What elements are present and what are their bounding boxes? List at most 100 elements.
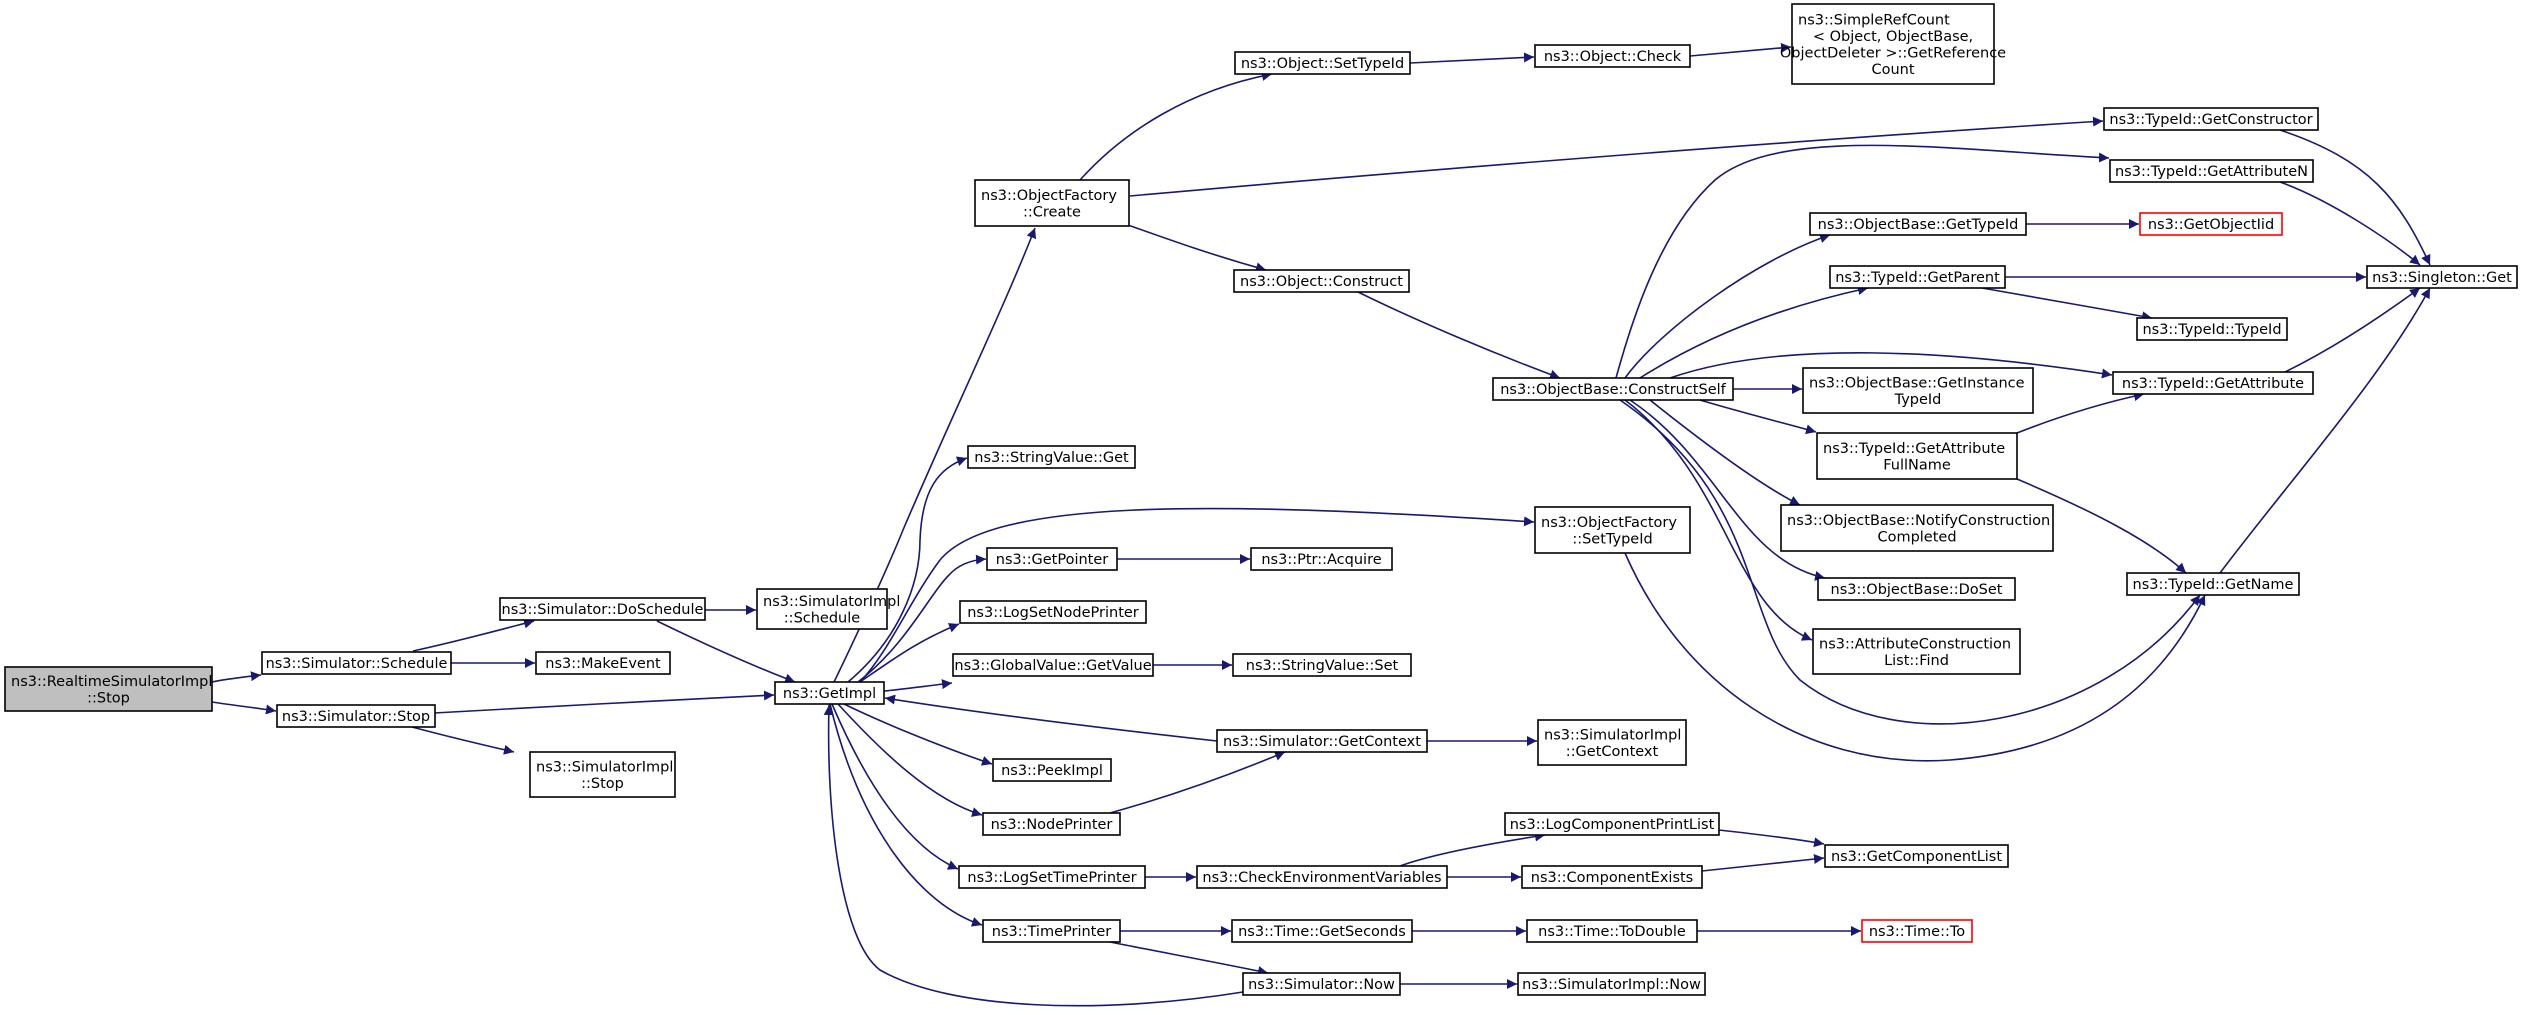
node-simimpl_now[interactable]: ns3::SimulatorImpl::Now — [1517, 972, 1706, 996]
node-object_construct[interactable]: ns3::Object::Construct — [1233, 269, 1410, 293]
node-of_settypeid[interactable]: ns3::ObjectFactory::SetTypeId — [1534, 506, 1691, 554]
node-box[interactable] — [952, 653, 1154, 677]
node-box[interactable] — [2103, 107, 2319, 131]
node-box[interactable] — [1534, 506, 1691, 554]
node-stringvalue_get[interactable]: ns3::StringValue::Get — [967, 445, 1136, 469]
node-box[interactable] — [1861, 919, 1973, 943]
node-box[interactable] — [982, 812, 1121, 836]
node-typeid_typeid[interactable]: ns3::TypeId::TypeId — [2136, 317, 2288, 341]
node-objbase_gettypeid[interactable]: ns3::ObjectBase::GetTypeId — [1809, 212, 2027, 236]
node-time_getseconds[interactable]: ns3::Time::GetSeconds — [1231, 919, 1413, 943]
node-typeid_getname[interactable]: ns3::TypeId::GetName — [2126, 572, 2300, 596]
node-box[interactable] — [1526, 919, 1698, 943]
node-box[interactable] — [1234, 51, 1411, 75]
node-box[interactable] — [967, 445, 1136, 469]
node-box[interactable] — [2126, 572, 2300, 596]
node-makeevent[interactable]: ns3::MakeEvent — [535, 651, 671, 675]
node-simimpl_schedule[interactable]: ns3::SimulatorImpl::Schedule — [756, 588, 900, 630]
node-box[interactable] — [499, 597, 706, 621]
node-timeprinter[interactable]: ns3::TimePrinter — [982, 919, 1121, 943]
node-box[interactable] — [1250, 547, 1393, 571]
node-typeid_getconstructor[interactable]: ns3::TypeId::GetConstructor — [2103, 107, 2319, 131]
node-box[interactable] — [1242, 972, 1401, 996]
node-box[interactable] — [1817, 577, 2016, 601]
node-stringvalue_set[interactable]: ns3::StringValue::Set — [1232, 653, 1412, 677]
node-objbase_constructself[interactable]: ns3::ObjectBase::ConstructSelf — [1492, 377, 1734, 401]
node-box[interactable] — [1824, 844, 2009, 868]
node-box[interactable] — [1812, 628, 2021, 675]
node-objbase_notifyconstruction[interactable]: ns3::ObjectBase::NotifyConstructionCompl… — [1780, 504, 2054, 552]
node-typeid_getattribute[interactable]: ns3::TypeId::GetAttribute — [2112, 371, 2314, 395]
node-root[interactable]: ns3::RealtimeSimulatorImpl::Stop — [4, 666, 213, 712]
node-box[interactable] — [958, 865, 1146, 889]
node-typeid_getparent[interactable]: ns3::TypeId::GetParent — [1829, 265, 2006, 289]
node-box[interactable] — [1816, 432, 2018, 480]
node-getpointer[interactable]: ns3::GetPointer — [986, 547, 1118, 571]
node-logcomponentprintlist[interactable]: ns3::LogComponentPrintList — [1504, 812, 1720, 836]
node-box[interactable] — [756, 588, 888, 630]
node-nodeprinter[interactable]: ns3::NodePrinter — [982, 812, 1121, 836]
node-object_settypeid[interactable]: ns3::Object::SetTypeId — [1234, 51, 1411, 75]
node-typeid_getattributen[interactable]: ns3::TypeId::GetAttributeN — [2109, 159, 2314, 183]
node-simimpl_stop[interactable]: ns3::SimulatorImpl::Stop — [529, 751, 676, 798]
node-box[interactable] — [2139, 212, 2283, 236]
node-sim_stop[interactable]: ns3::Simulator::Stop — [276, 704, 436, 728]
node-box[interactable] — [986, 547, 1118, 571]
node-sim_doschedule[interactable]: ns3::Simulator::DoSchedule — [499, 597, 706, 621]
node-box[interactable] — [2366, 265, 2518, 289]
node-box[interactable] — [774, 681, 885, 705]
node-box[interactable] — [1809, 212, 2027, 236]
node-box[interactable] — [1233, 269, 1410, 293]
node-sim_getcontext[interactable]: ns3::Simulator::GetContext — [1216, 729, 1428, 753]
node-box[interactable] — [1504, 812, 1720, 836]
node-peekimpl[interactable]: ns3::PeekImpl — [992, 758, 1112, 782]
node-logsetnodeprinter[interactable]: ns3::LogSetNodePrinter — [959, 600, 1147, 624]
node-sim_now[interactable]: ns3::Simulator::Now — [1242, 972, 1401, 996]
node-componentexists[interactable]: ns3::ComponentExists — [1521, 865, 1703, 889]
node-globalvalue_getvalue[interactable]: ns3::GlobalValue::GetValue — [952, 653, 1154, 677]
node-object_check[interactable]: ns3::Object::Check — [1534, 44, 1691, 68]
node-box[interactable] — [1232, 653, 1412, 677]
node-box[interactable] — [535, 651, 671, 675]
node-box[interactable] — [1802, 367, 2034, 414]
node-singleton_get[interactable]: ns3::Singleton::Get — [2366, 265, 2518, 289]
node-box[interactable] — [1492, 377, 1734, 401]
node-box[interactable] — [529, 751, 676, 798]
node-box[interactable] — [276, 704, 436, 728]
node-box[interactable] — [1521, 865, 1703, 889]
node-box[interactable] — [1829, 265, 2006, 289]
node-box[interactable] — [1517, 972, 1706, 996]
node-box[interactable] — [982, 919, 1121, 943]
node-getcomponentlist[interactable]: ns3::GetComponentList — [1824, 844, 2009, 868]
node-box[interactable] — [1780, 504, 2054, 552]
node-box[interactable] — [261, 651, 452, 675]
node-logsettimeprinter[interactable]: ns3::LogSetTimePrinter — [958, 865, 1146, 889]
node-simimpl_getcontext[interactable]: ns3::SimulatorImpl::GetContext — [1537, 719, 1687, 766]
node-box[interactable] — [1537, 719, 1687, 766]
node-box[interactable] — [2136, 317, 2288, 341]
node-simplerefcount[interactable]: ns3::SimpleRefCount< Object, ObjectBase,… — [1780, 3, 2006, 85]
node-of_create[interactable]: ns3::ObjectFactory::Create — [974, 179, 1130, 227]
node-box[interactable] — [1216, 729, 1428, 753]
node-box[interactable] — [959, 600, 1147, 624]
node-box[interactable] — [1534, 44, 1691, 68]
node-box[interactable] — [992, 758, 1112, 782]
node-box[interactable] — [1791, 3, 1995, 85]
node-box[interactable] — [2112, 371, 2314, 395]
node-objbase_doset[interactable]: ns3::ObjectBase::DoSet — [1817, 577, 2016, 601]
node-box[interactable] — [1196, 865, 1448, 889]
node-sim_schedule[interactable]: ns3::Simulator::Schedule — [261, 651, 452, 675]
node-getimpl[interactable]: ns3::GetImpl — [774, 681, 885, 705]
node-box[interactable] — [4, 666, 213, 712]
node-box[interactable] — [2109, 159, 2314, 183]
node-time_todouble[interactable]: ns3::Time::ToDouble — [1526, 919, 1698, 943]
node-box[interactable] — [1231, 919, 1413, 943]
node-time_to[interactable]: ns3::Time::To — [1861, 919, 1973, 943]
node-ptr_acquire[interactable]: ns3::Ptr::Acquire — [1250, 547, 1393, 571]
node-getobjectiid[interactable]: ns3::GetObjectIid — [2139, 212, 2283, 236]
node-checkenv[interactable]: ns3::CheckEnvironmentVariables — [1196, 865, 1448, 889]
node-box[interactable] — [974, 179, 1130, 227]
